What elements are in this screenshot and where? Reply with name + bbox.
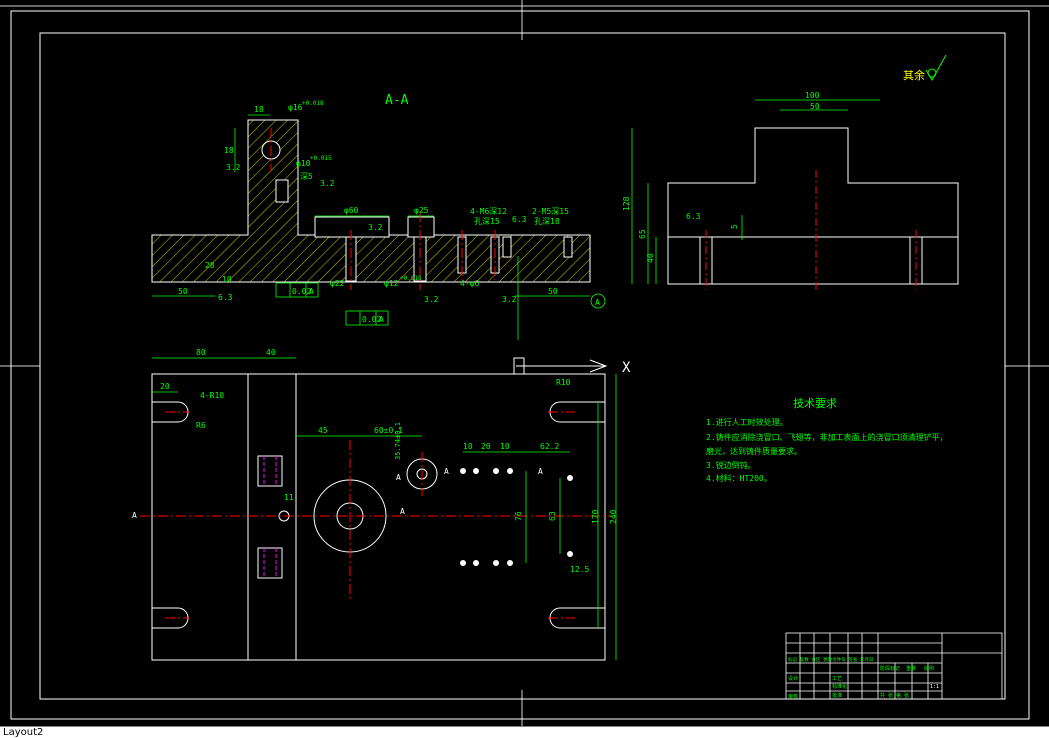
plan-dim-80: 80 — [196, 348, 206, 357]
tech-requirements: 技术要求 1.进行人工时效处理。 2.铸件应消除浇冒口、飞翅等，非加工表面上的浇… — [706, 397, 948, 483]
side-dim-128: 128 — [622, 196, 631, 211]
dim-tol1: +0.018 — [302, 100, 324, 107]
tb-scale: 1:1 — [930, 684, 939, 690]
plan-dim-76: 76 — [514, 511, 523, 521]
plan-dim-35: 35.74±0.1 — [394, 422, 402, 460]
dim-28: 28 — [205, 261, 215, 270]
dim-10: 10 — [222, 275, 232, 284]
plan-sec-a3: A — [396, 473, 401, 482]
side-dim-40: 40 — [646, 253, 655, 263]
side-dim-5: 5 — [730, 224, 739, 229]
dim-phi25: φ25 — [414, 206, 429, 215]
side-dim-50: 50 — [810, 102, 820, 111]
rough-63b: 6.3 — [218, 293, 233, 302]
gtol-1-datum: A — [309, 287, 314, 296]
dim-m6: 4-M6深12 — [470, 207, 507, 216]
dim-tol2: +0.015 — [310, 155, 332, 162]
rough-32c: 3.2 — [368, 223, 383, 232]
roughness-rest-label: 其余 — [903, 68, 925, 82]
tb-s3: 批准 — [832, 692, 842, 699]
side-dim-100: 100 — [805, 91, 820, 100]
section-title: A-A — [385, 93, 409, 108]
plan-dim-40: 40 — [266, 348, 276, 357]
tb-c1: 阶段标记 — [880, 665, 900, 672]
tb-row3: 审核 — [788, 693, 798, 700]
dim-50-left: 50 — [178, 287, 188, 296]
tech-note-5: 4.材料：HT200。 — [706, 473, 772, 483]
layout-tab[interactable]: Layout2 — [3, 727, 44, 738]
side-dim-65: 65 — [638, 229, 647, 239]
tech-note-1: 1.进行人工时效处理。 — [706, 417, 788, 427]
rough-32b: 3.2 — [320, 179, 335, 188]
dim-phi16: φ16 — [288, 103, 303, 112]
tb-c3: 比例 — [924, 665, 934, 672]
side-view: 100 50 128 65 40 6.3 5 — [622, 91, 959, 292]
plan-dim-12-5: 12.5 — [570, 565, 589, 574]
dim-50-right: 50 — [548, 287, 558, 296]
tb-s1: 标准化 — [832, 683, 847, 690]
plan-dim-11: 11 — [284, 493, 294, 502]
plan-r10b: R10 — [556, 378, 571, 387]
layout-tab-bar: Layout2 — [0, 726, 1049, 738]
dim-18-side: 18 — [224, 146, 234, 155]
plan-dim-63: 63 — [548, 511, 557, 521]
axis-x-label: X — [622, 360, 631, 376]
rough-32d: 3.2 — [424, 295, 439, 304]
plan-sec-a2: A — [400, 507, 405, 516]
rough-32e: 3.2 — [502, 295, 517, 304]
tech-title: 技术要求 — [793, 397, 837, 410]
front-section-view: A-A — [151, 93, 606, 340]
plan-dim-20: 20 — [160, 382, 170, 391]
plan-r10a: 4-R10 — [200, 391, 224, 400]
roughness-rest: 其余 — [903, 54, 947, 82]
tech-note-4: 3.锐边倒钝。 — [706, 460, 756, 470]
plan-dim-20b: 20 — [481, 442, 491, 451]
dim-phi22: φ22 — [330, 279, 345, 288]
tb-c2: 重量 — [906, 665, 916, 672]
datum-mark: A — [595, 298, 600, 307]
tech-note-3: 磨光，达到铸件质量要求。 — [706, 446, 802, 456]
plan-sec-a5: A — [538, 467, 543, 476]
side-rough-63: 6.3 — [686, 212, 701, 221]
plan-r6: R6 — [196, 421, 206, 430]
tech-note-2: 2.铸件应消除浇冒口、飞翅等，非加工表面上的浇冒口须清理铲平， — [706, 432, 948, 442]
dim-phi12: φ12 — [384, 279, 399, 288]
plan-dim-10b: 10 — [500, 442, 510, 451]
plan-sec-a1: A — [132, 511, 137, 520]
gtol-2-datum: A — [379, 315, 384, 324]
gtol-1: 0.02 — [292, 287, 311, 296]
plan-dim-60: 60±0.1 — [374, 426, 403, 435]
sheet-border — [10, 10, 1030, 720]
plan-view: X 80 40 20 4-R10 R6 45 60±0.1 35.74±0.1 … — [132, 348, 631, 661]
tb-c4: 共 张 第 张 — [880, 692, 909, 699]
plan-dim-240: 240 — [609, 509, 618, 524]
dim-tol3: +0.018 — [400, 275, 422, 282]
dim-phi10: φ10 — [296, 159, 311, 168]
dim-4phi6: 4-φ6 — [460, 279, 479, 288]
plan-dim-62: 62.2 — [540, 442, 559, 451]
tb-row2: 设计 — [788, 675, 798, 682]
plan-sec-a4: A — [444, 467, 449, 476]
plan-dim-10a: 10 — [463, 442, 473, 451]
rough-32a: 3.2 — [226, 163, 241, 172]
plan-dim-45: 45 — [318, 426, 328, 435]
title-block — [785, 632, 1003, 700]
dim-m5b: 孔深18 — [534, 217, 560, 226]
dim-phi60: φ60 — [344, 206, 359, 215]
tb-s2: 工艺 — [832, 676, 842, 682]
dim-deep5: 深5 — [300, 172, 313, 181]
plan-dim-170: 170 — [591, 509, 600, 524]
rough-63: 6.3 — [512, 215, 527, 224]
dim-m5: 2-M5深15 — [532, 207, 569, 216]
dim-m6b: 孔深15 — [474, 217, 500, 226]
gtol-2: 0.02 — [362, 315, 381, 324]
tb-row1: 标记 处数 分区 更改文件号 签名 年月日 — [788, 656, 874, 663]
dim-18-top: 18 — [254, 105, 264, 114]
